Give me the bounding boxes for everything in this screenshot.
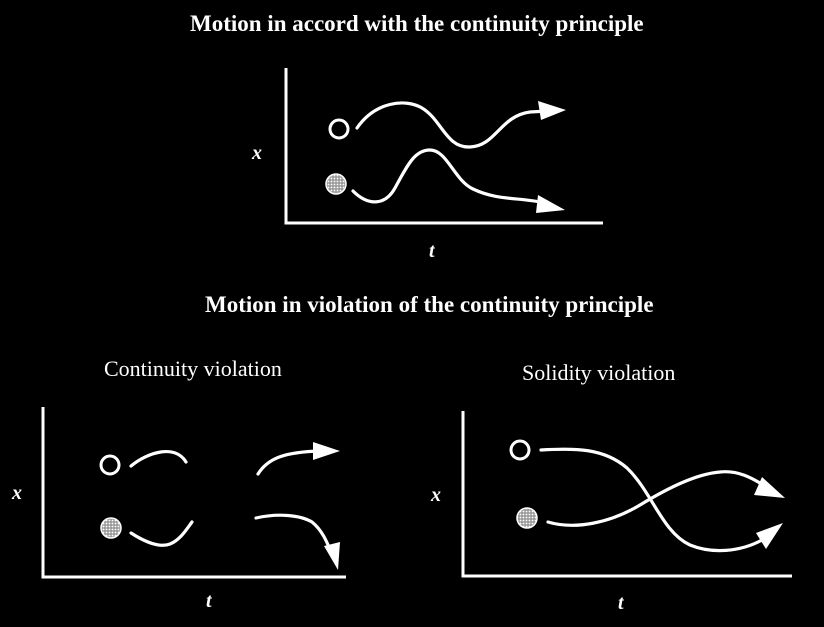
continuity-panel-axes bbox=[41, 407, 346, 579]
arrowhead bbox=[756, 523, 783, 549]
hollow-object bbox=[328, 118, 350, 140]
arrowhead bbox=[754, 477, 785, 498]
arrowhead bbox=[538, 101, 566, 120]
textured-object-trajectory-segment bbox=[129, 520, 194, 547]
top-panel-title: Motion in accord with the continuity pri… bbox=[190, 11, 644, 36]
continuity-violation-panel bbox=[41, 407, 346, 579]
arrowhead bbox=[324, 542, 340, 570]
solidity-panel-axes bbox=[461, 411, 792, 578]
arrowhead bbox=[313, 442, 340, 460]
hollow-object-trajectory-segment bbox=[256, 449, 322, 476]
textured-object-trajectory bbox=[351, 148, 547, 205]
solidity-violation-panel bbox=[461, 411, 792, 578]
hollow-object-trajectory bbox=[539, 447, 764, 553]
bottom-section-title: Motion in violation of the continuity pr… bbox=[205, 292, 654, 317]
continuity-t-axis-label: t bbox=[206, 590, 212, 612]
continuity-x-axis-label: x bbox=[12, 482, 22, 504]
textured-object-trajectory-segment bbox=[254, 513, 333, 554]
top-panel bbox=[284, 68, 603, 225]
solidity-t-axis-label: t bbox=[618, 592, 624, 614]
continuity-violation-title: Continuity violation bbox=[104, 356, 282, 381]
solidity-violation-title: Solidity violation bbox=[522, 360, 676, 385]
hollow-object bbox=[99, 454, 121, 476]
solidity-x-axis-label: x bbox=[431, 484, 441, 506]
hollow-object-trajectory-segment bbox=[129, 450, 188, 468]
arrowhead bbox=[536, 195, 565, 213]
textured-object bbox=[100, 517, 122, 539]
top-panel-x-axis-label: x bbox=[252, 142, 262, 164]
hollow-object-trajectory bbox=[355, 101, 550, 149]
textured-object bbox=[325, 173, 347, 195]
textured-object-trajectory bbox=[546, 470, 767, 527]
top-panel-axes bbox=[284, 68, 603, 225]
hollow-object bbox=[509, 439, 531, 461]
textured-object bbox=[516, 507, 538, 529]
top-panel-t-axis-label: t bbox=[429, 240, 435, 262]
